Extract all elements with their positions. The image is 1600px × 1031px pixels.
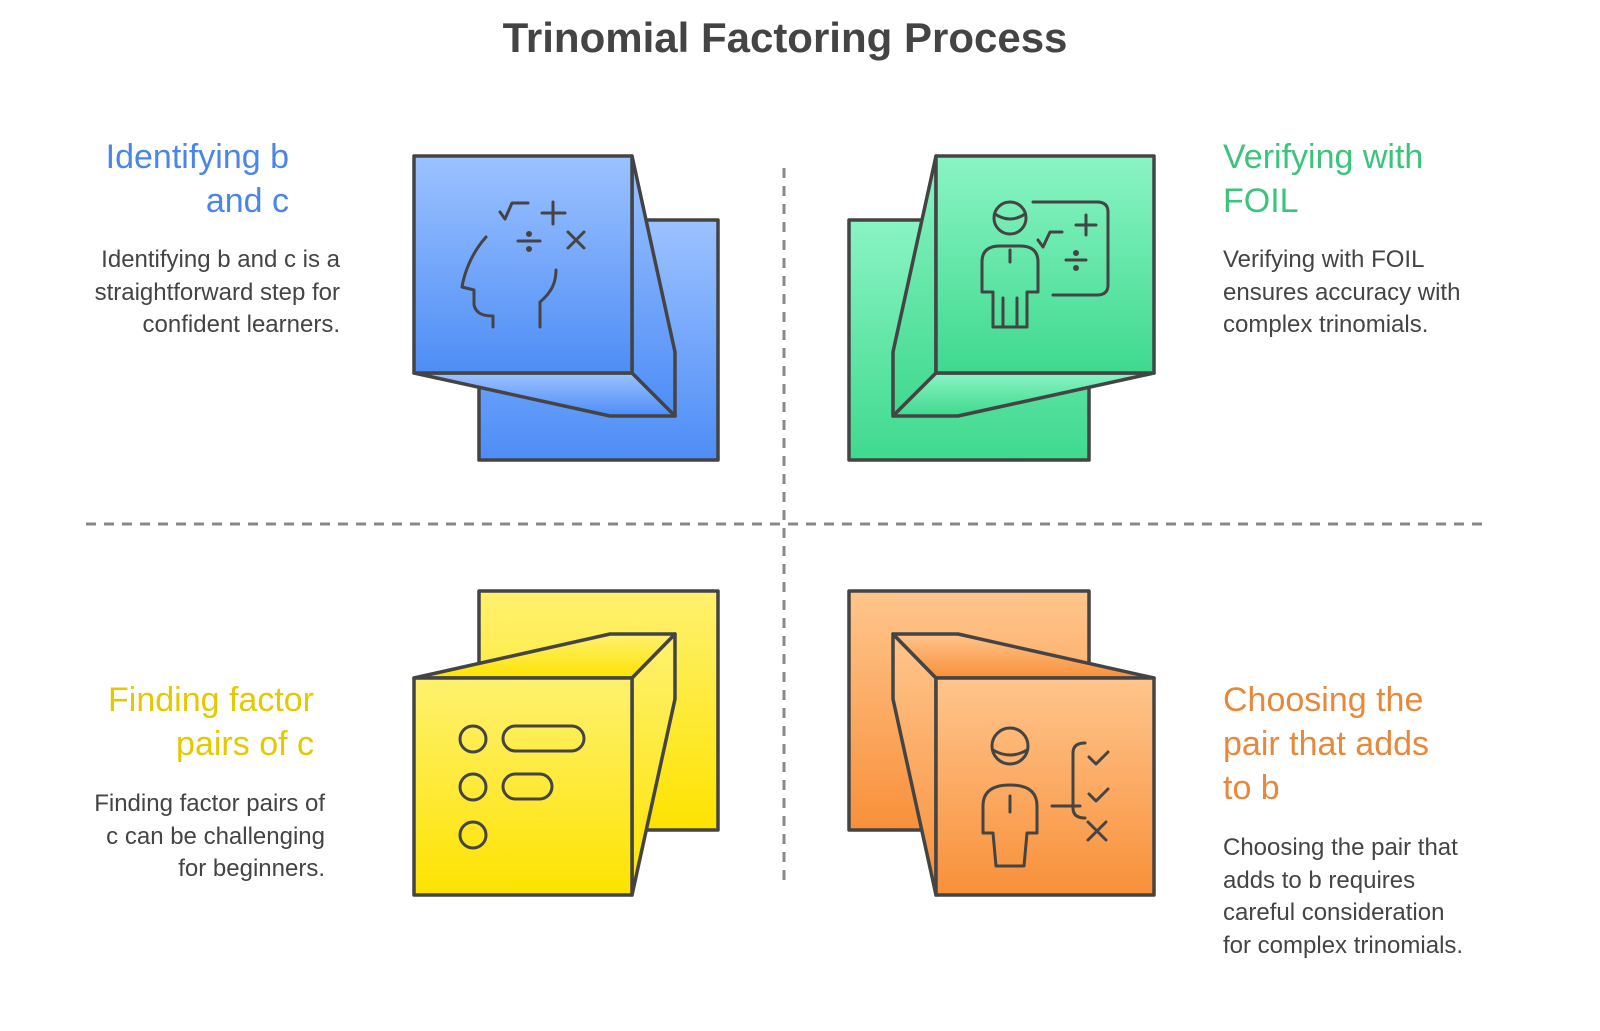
text-finding: Finding factor pairs of c can be challen… [94, 790, 325, 882]
person-choice-icon [981, 726, 1110, 868]
heading-verifying: Verifying with FOIL [1223, 138, 1424, 220]
diagram-title: Trinomial Factoring Process [502, 14, 1068, 61]
text-identifying: Identifying b and c is a straightforward… [94, 246, 340, 338]
list-options-icon [458, 724, 586, 850]
teacher-board-icon [980, 200, 1110, 329]
text-choosing: Choosing the pair that adds to b require… [1223, 834, 1464, 959]
blue-cube [412, 154, 720, 462]
orange-cube [847, 589, 1156, 897]
yellow-cube [412, 589, 720, 897]
head-math-icon [460, 200, 586, 329]
heading-finding: Finding factor pairs of c [108, 681, 314, 763]
text-verifying: Verifying with FOIL ensures accuracy wit… [1223, 246, 1461, 338]
heading-choosing: Choosing the pair that adds to b [1223, 681, 1430, 807]
dividers [86, 168, 1484, 885]
green-cube [847, 154, 1156, 462]
heading-identifying: Identifying b and c [105, 138, 289, 220]
